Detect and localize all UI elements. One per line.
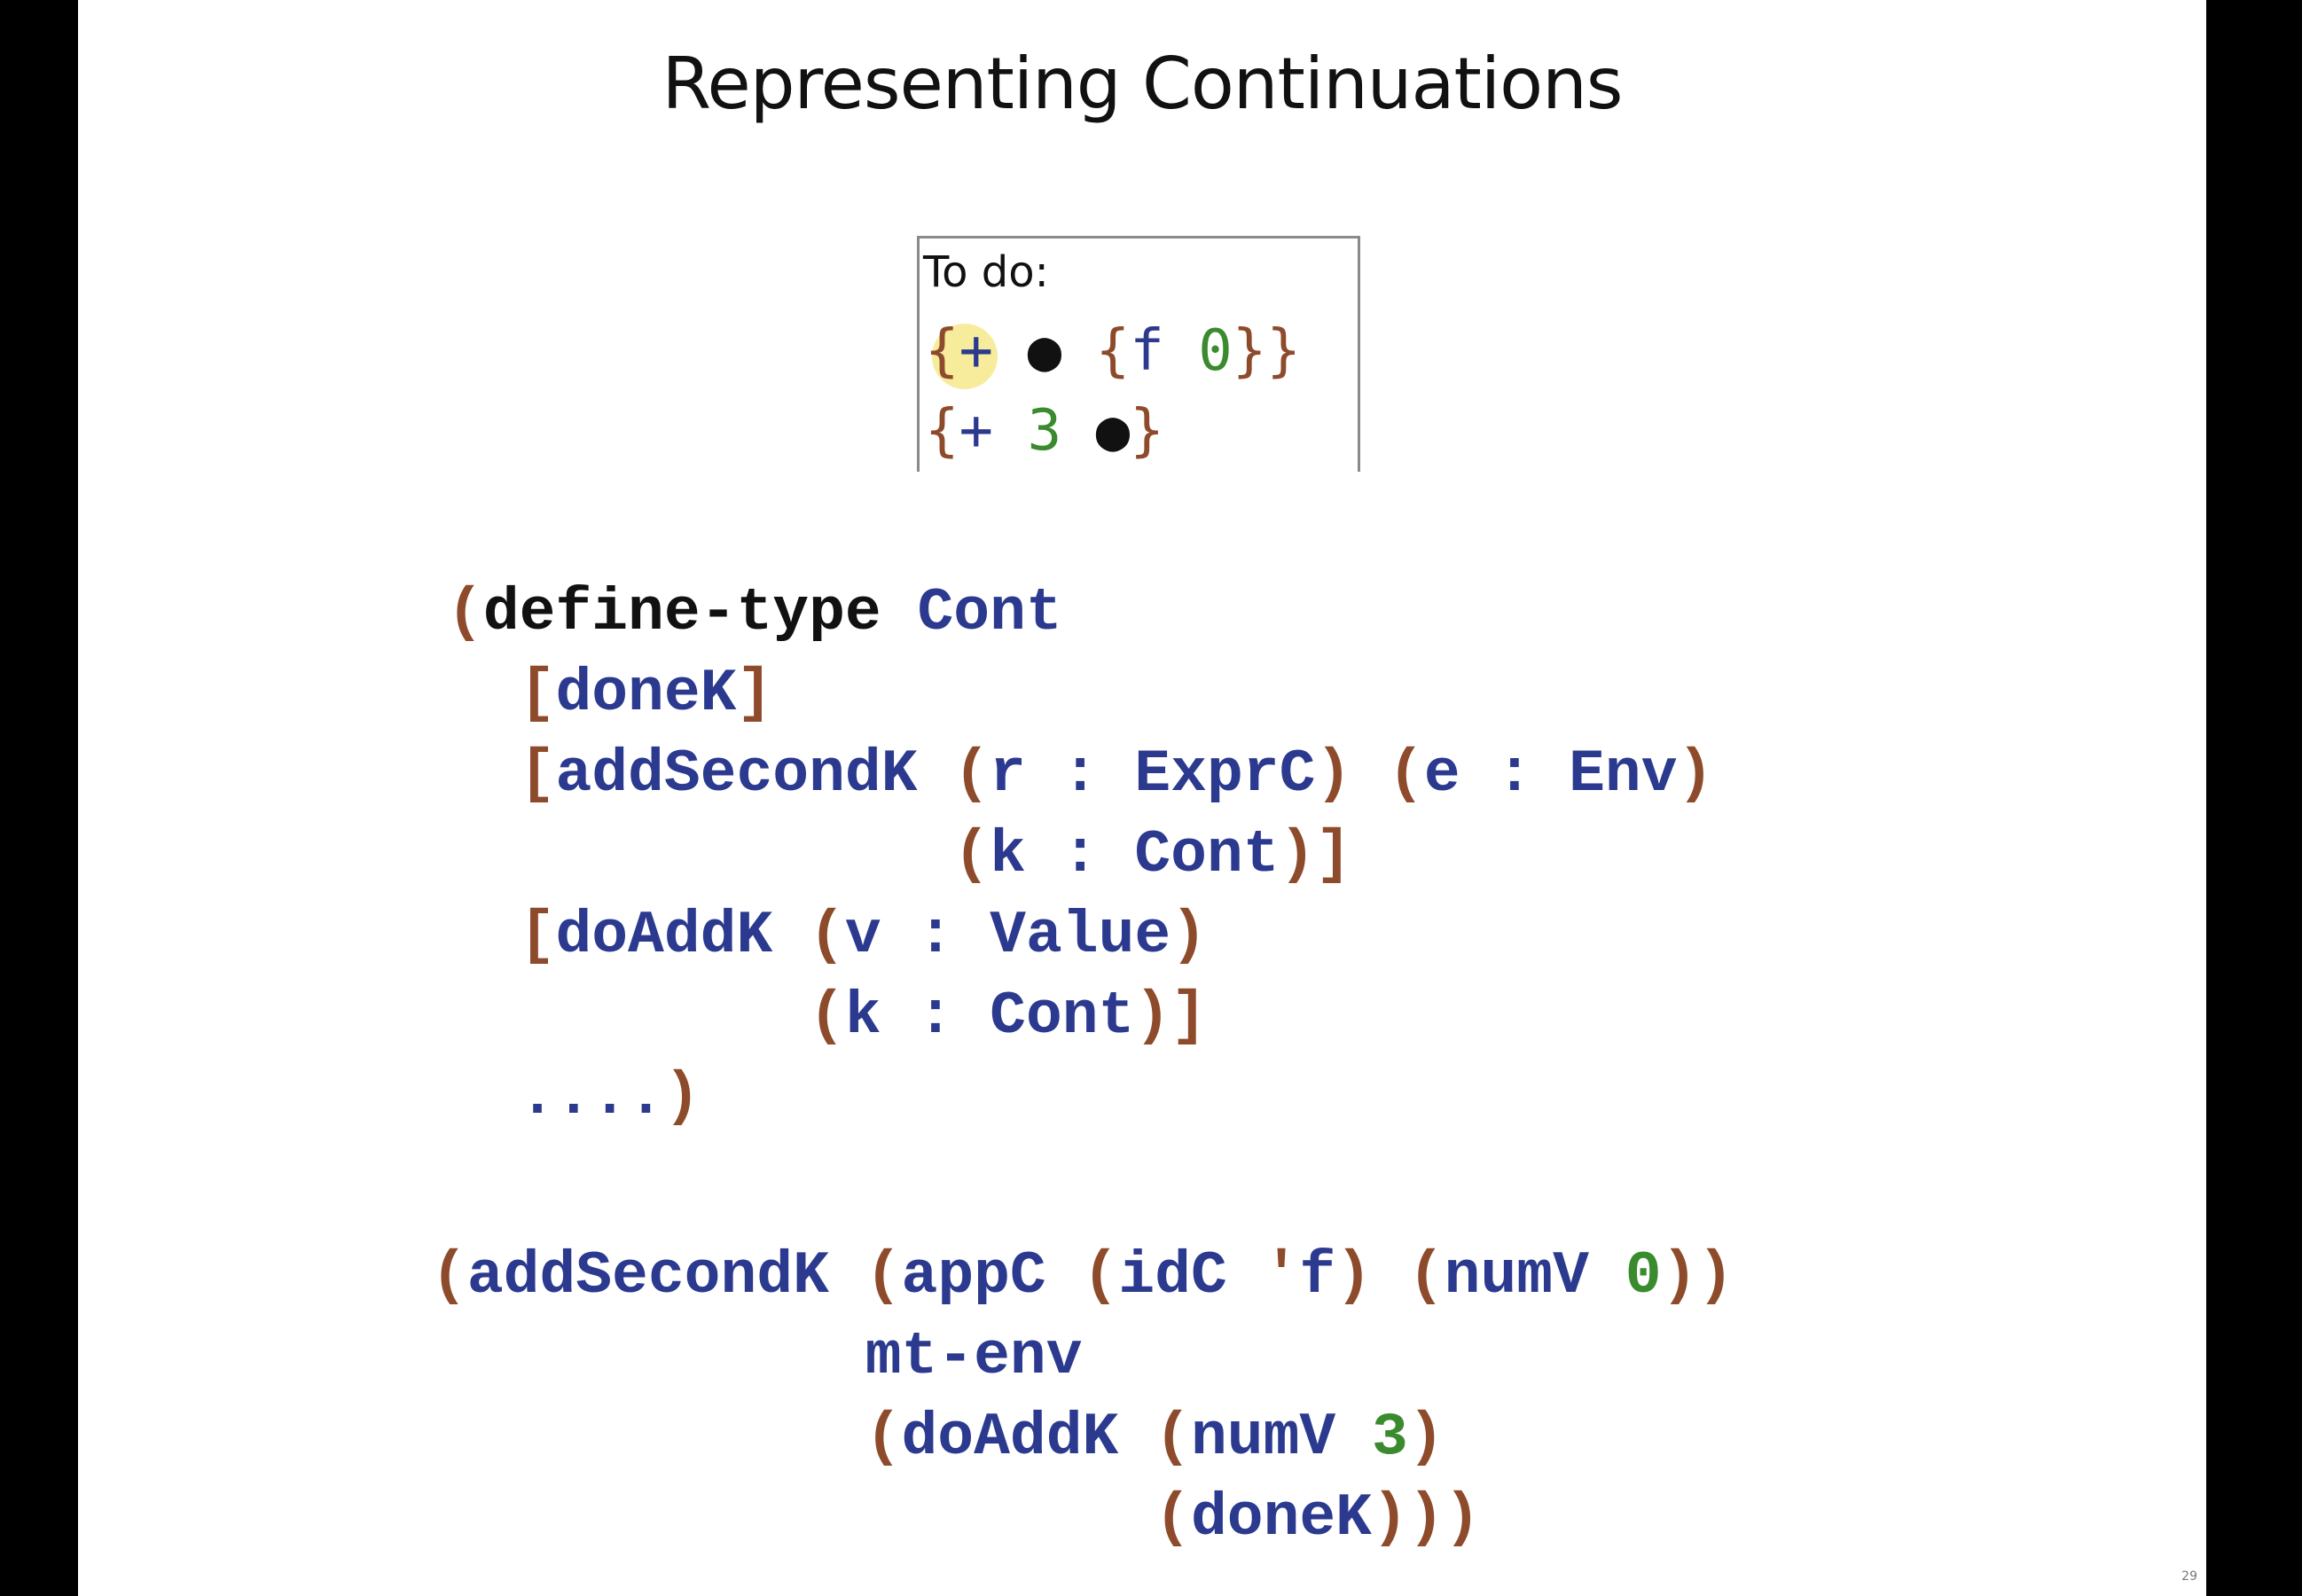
todo-label: To do: — [923, 247, 1049, 297]
example-line-3: (doAddK (numV 3) — [865, 1404, 1445, 1472]
todo-close-brace: } — [1266, 318, 1301, 384]
hole-dot: ● — [1095, 398, 1131, 464]
example-line-1: (addSecondK (appC (idC 'f) (numV 0)) — [431, 1242, 1734, 1310]
todo-box: To do: {+ ● {f 0}} {+ 3 ●} — [917, 236, 1360, 472]
todo-open-brace: { — [925, 318, 959, 384]
hole-dot: ● — [1027, 318, 1062, 384]
todo-line-2: {+ 3 ●} — [925, 398, 1164, 464]
define-type-line-3: [addSecondK (r : ExprC) (e : Env) — [519, 740, 1714, 809]
define-type-line-6: (k : Cont)] — [809, 982, 1207, 1051]
highlight-marker — [932, 324, 998, 389]
example-line-4: (doneK))) — [1155, 1484, 1481, 1553]
todo-close-brace: } — [1130, 398, 1164, 464]
todo-inner-close: } — [1232, 318, 1267, 384]
example-line-2: mt-env — [865, 1323, 1083, 1391]
slide: Representing Continuations To do: {+ ● {… — [78, 0, 2206, 1596]
todo-arg: 0 — [1198, 318, 1233, 384]
todo-line-1: {+ ● {f 0}} — [925, 318, 1301, 384]
todo-plus: + — [959, 398, 994, 464]
todo-open-brace: { — [925, 398, 959, 464]
define-type-line-1: (define-type Cont — [447, 579, 1062, 647]
todo-fn: f — [1130, 318, 1164, 384]
define-type-line-2: [doneK] — [519, 660, 773, 728]
todo-number: 3 — [1027, 398, 1062, 464]
define-type-line-4: (k : Cont)] — [953, 821, 1352, 889]
define-type-line-5: [doAddK (v : Value) — [519, 902, 1208, 970]
define-type-line-7: ....) — [519, 1063, 701, 1131]
page-number: 29 — [2181, 1569, 2197, 1584]
todo-inner-open: { — [1095, 318, 1131, 384]
todo-plus: + — [959, 318, 994, 384]
slide-title: Representing Continuations — [662, 43, 1624, 125]
